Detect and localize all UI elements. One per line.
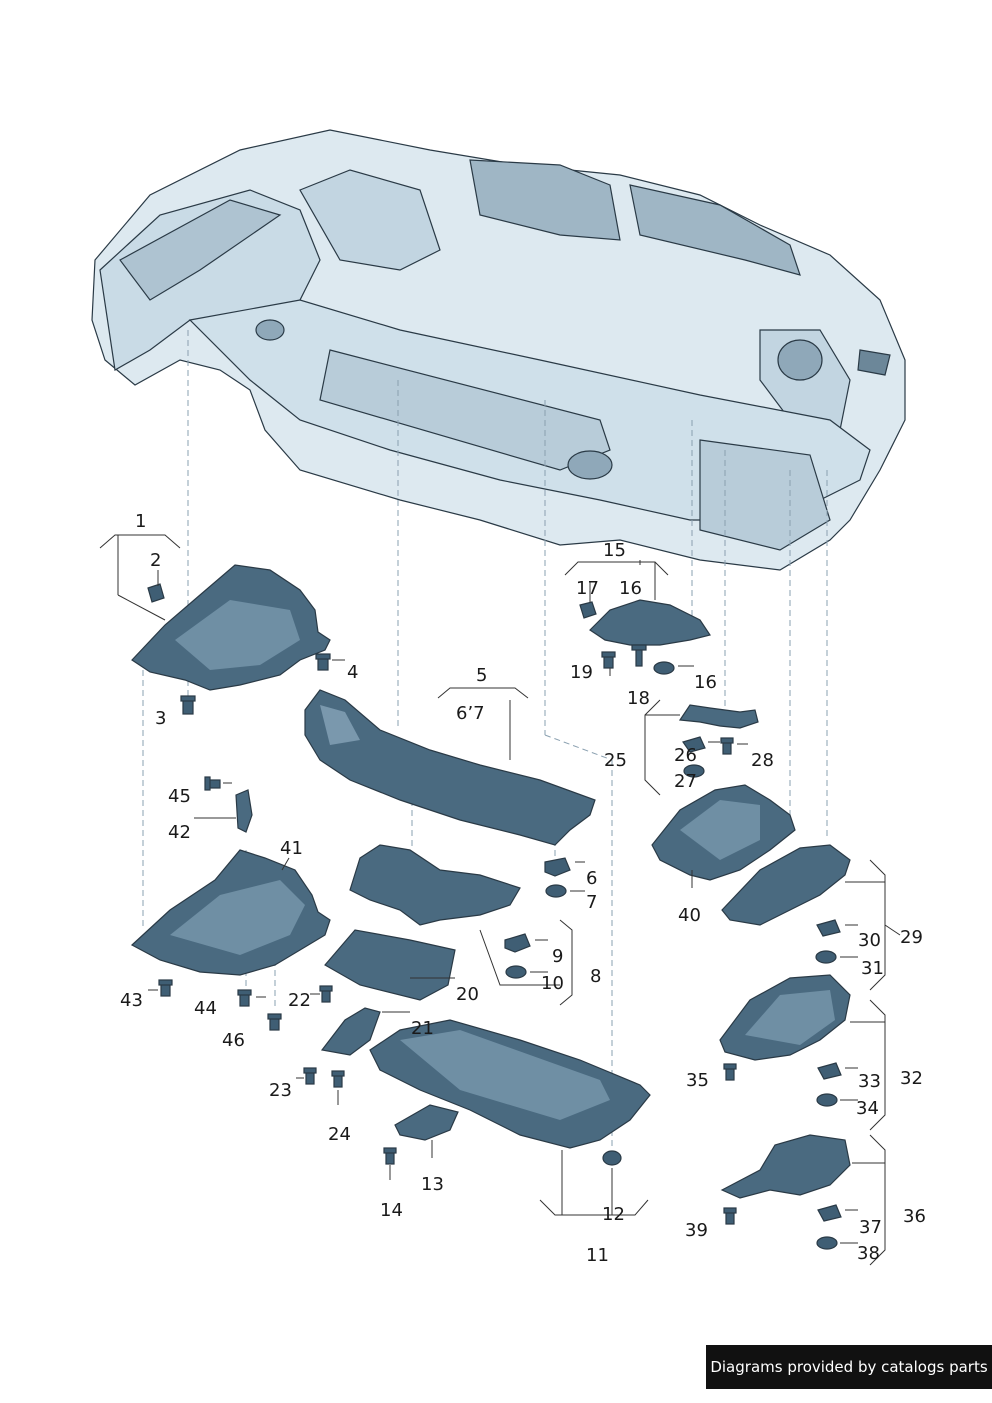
tunnel-shield-part-5 (304, 689, 596, 846)
nut-part-9 (504, 933, 531, 953)
washer-part-27 (683, 764, 705, 778)
callout-28: 28 (751, 750, 774, 771)
callout-22: 22 (288, 990, 311, 1011)
screw-part-43 (158, 979, 173, 997)
callout-10: 10 (541, 973, 564, 994)
rear-shield-part-29 (721, 844, 851, 926)
washer-part-7 (545, 884, 567, 898)
nut-part-26 (682, 736, 706, 753)
screw-part-23 (303, 1067, 317, 1085)
screw-part-22 (319, 985, 333, 1003)
callout-46: 46 (222, 1030, 245, 1051)
callout-45: 45 (168, 786, 191, 807)
callout-14: 14 (380, 1200, 403, 1221)
callout-11: 11 (586, 1245, 609, 1266)
callout-37: 37 (859, 1217, 882, 1238)
heat-shield-part-8 (349, 844, 521, 926)
washer-part-34 (816, 1093, 838, 1107)
bracket-part-13 (394, 1104, 459, 1141)
callout-17: 17 (576, 578, 599, 599)
callout-16b: 16 (694, 672, 717, 693)
callout-12: 12 (602, 1204, 625, 1225)
callout-36: 36 (903, 1206, 926, 1227)
clip-part-2 (147, 583, 165, 603)
callout-44: 44 (194, 998, 217, 1019)
nut-part-30 (816, 919, 841, 937)
nut-part-6 (544, 857, 571, 877)
screw-part-45 (204, 776, 221, 791)
screw-part-28 (720, 737, 734, 755)
callout-35: 35 (686, 1070, 709, 1091)
bracket-part-21 (320, 1007, 381, 1056)
callout-40: 40 (678, 905, 701, 926)
washer-part-38 (816, 1236, 838, 1250)
washer-part-10 (505, 965, 527, 979)
clip-part-17 (579, 601, 597, 619)
callout-1: 1 (135, 511, 147, 532)
callout-43: 43 (120, 990, 143, 1011)
callout-39: 39 (685, 1220, 708, 1241)
callout-9: 9 (552, 946, 564, 967)
screw-part-19 (601, 651, 616, 669)
callout-27: 27 (674, 771, 697, 792)
car-underbody-illustration (91, 129, 906, 571)
washer-part-31 (815, 950, 837, 964)
callout-26: 26 (674, 745, 697, 766)
callout-15: 15 (603, 540, 626, 561)
callout-42: 42 (168, 822, 191, 843)
leader-lines (99, 534, 901, 1266)
nut-part-37 (817, 1204, 842, 1222)
screw-part-44 (237, 989, 252, 1007)
callout-29: 29 (900, 927, 923, 948)
callout-6-7: 6’7 (456, 703, 485, 724)
screw-part-24 (331, 1070, 345, 1088)
parts-group (130, 564, 851, 1250)
callout-34: 34 (856, 1098, 879, 1119)
screw-part-35 (723, 1063, 737, 1081)
stud-part-18 (631, 644, 647, 667)
callout-3: 3 (155, 708, 167, 729)
callout-38: 38 (857, 1243, 880, 1264)
cover-part-16 (589, 599, 711, 646)
callout-30: 30 (858, 930, 881, 951)
clip-part-12 (602, 1150, 622, 1166)
grid-plate-part-20 (324, 929, 456, 1001)
callout-4: 4 (347, 662, 359, 683)
callout-18: 18 (627, 688, 650, 709)
nut-part-33 (817, 1062, 842, 1080)
screw-part-4 (315, 653, 331, 671)
screw-part-39 (723, 1207, 737, 1225)
callout-5: 5 (476, 665, 488, 686)
callout-33: 33 (858, 1071, 881, 1092)
screw-part-46 (267, 1013, 282, 1031)
callout-31: 31 (861, 958, 884, 979)
callout-41: 41 (280, 838, 303, 859)
callout-2: 2 (150, 550, 162, 571)
callout-23: 23 (269, 1080, 292, 1101)
callout-8: 8 (590, 966, 602, 987)
credit-banner: Diagrams provided by catalogs parts (706, 1345, 992, 1389)
callout-19: 19 (570, 662, 593, 683)
bracket-part-25 (678, 704, 759, 729)
callout-25: 25 (604, 750, 627, 771)
shield-part-36 (720, 1134, 851, 1199)
screw-part-14 (383, 1147, 397, 1165)
callout-24: 24 (328, 1124, 351, 1145)
callout-13: 13 (421, 1174, 444, 1195)
callout-6: 6 (586, 868, 598, 889)
callout-16a: 16 (619, 578, 642, 599)
callout-7: 7 (586, 892, 598, 913)
nut-part-16b (653, 661, 675, 675)
callout-20: 20 (456, 984, 479, 1005)
screw-part-3 (180, 695, 196, 715)
bracket-part-42 (235, 789, 253, 833)
callout-21: 21 (411, 1018, 434, 1039)
callout-32: 32 (900, 1068, 923, 1089)
